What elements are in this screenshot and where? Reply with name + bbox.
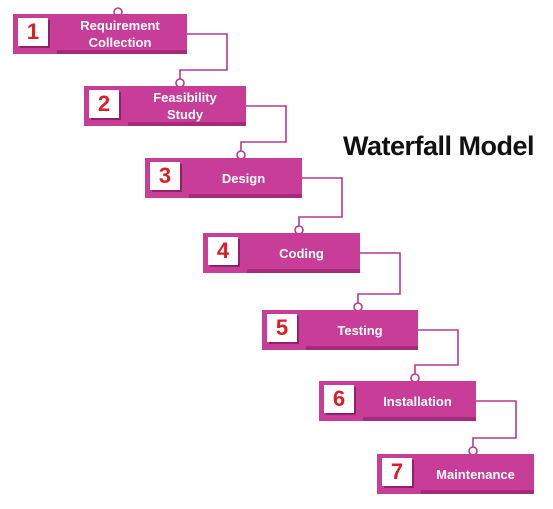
connector-line xyxy=(357,252,401,304)
connector-line xyxy=(298,177,343,227)
step-label: Design xyxy=(221,170,266,186)
step-number: 1 xyxy=(18,18,48,46)
step-label: Coding xyxy=(279,245,324,261)
step-bar xyxy=(124,86,246,126)
step-bar xyxy=(359,381,476,421)
step-2: 2 Feasibility Study xyxy=(84,86,246,126)
diagram-title: Waterfall Model xyxy=(343,131,535,161)
step-bar xyxy=(302,310,418,350)
connector-line xyxy=(179,33,228,80)
step-number: 2 xyxy=(89,90,119,118)
step-4: 4 Coding xyxy=(203,233,360,273)
step-label: Requirement Collection xyxy=(80,18,160,50)
step-label: Maintenance xyxy=(436,466,515,482)
step-7: 7 Maintenance xyxy=(377,454,534,494)
step-label: Installation xyxy=(383,393,452,409)
step-number-box: 2 xyxy=(84,86,128,126)
connector-line xyxy=(414,329,459,375)
step-number: 5 xyxy=(267,314,297,342)
step-bar xyxy=(185,158,302,198)
step-bar xyxy=(243,233,360,273)
step-number: 6 xyxy=(324,385,354,413)
step-number-box: 3 xyxy=(145,158,189,198)
step-label: Testing xyxy=(337,322,383,338)
connector-line xyxy=(240,105,287,152)
step-number-box: 6 xyxy=(319,381,363,421)
connector-line xyxy=(472,400,517,448)
step-bar xyxy=(53,14,187,54)
step-3: 3 Design xyxy=(145,158,302,198)
step-number-box: 1 xyxy=(13,14,57,54)
step-label: Feasibility Study xyxy=(153,90,217,122)
step-6: 6 Installation xyxy=(319,381,476,421)
step-5: 5 Testing xyxy=(262,310,418,350)
step-bar xyxy=(417,454,534,494)
step-number-box: 5 xyxy=(262,310,306,350)
step-number: 4 xyxy=(208,237,238,265)
step-number-box: 7 xyxy=(377,454,421,494)
step-number: 7 xyxy=(382,458,412,486)
step-number-box: 4 xyxy=(203,233,247,273)
step-1: 1 Requirement Collection xyxy=(13,14,187,54)
step-number: 3 xyxy=(150,162,180,190)
